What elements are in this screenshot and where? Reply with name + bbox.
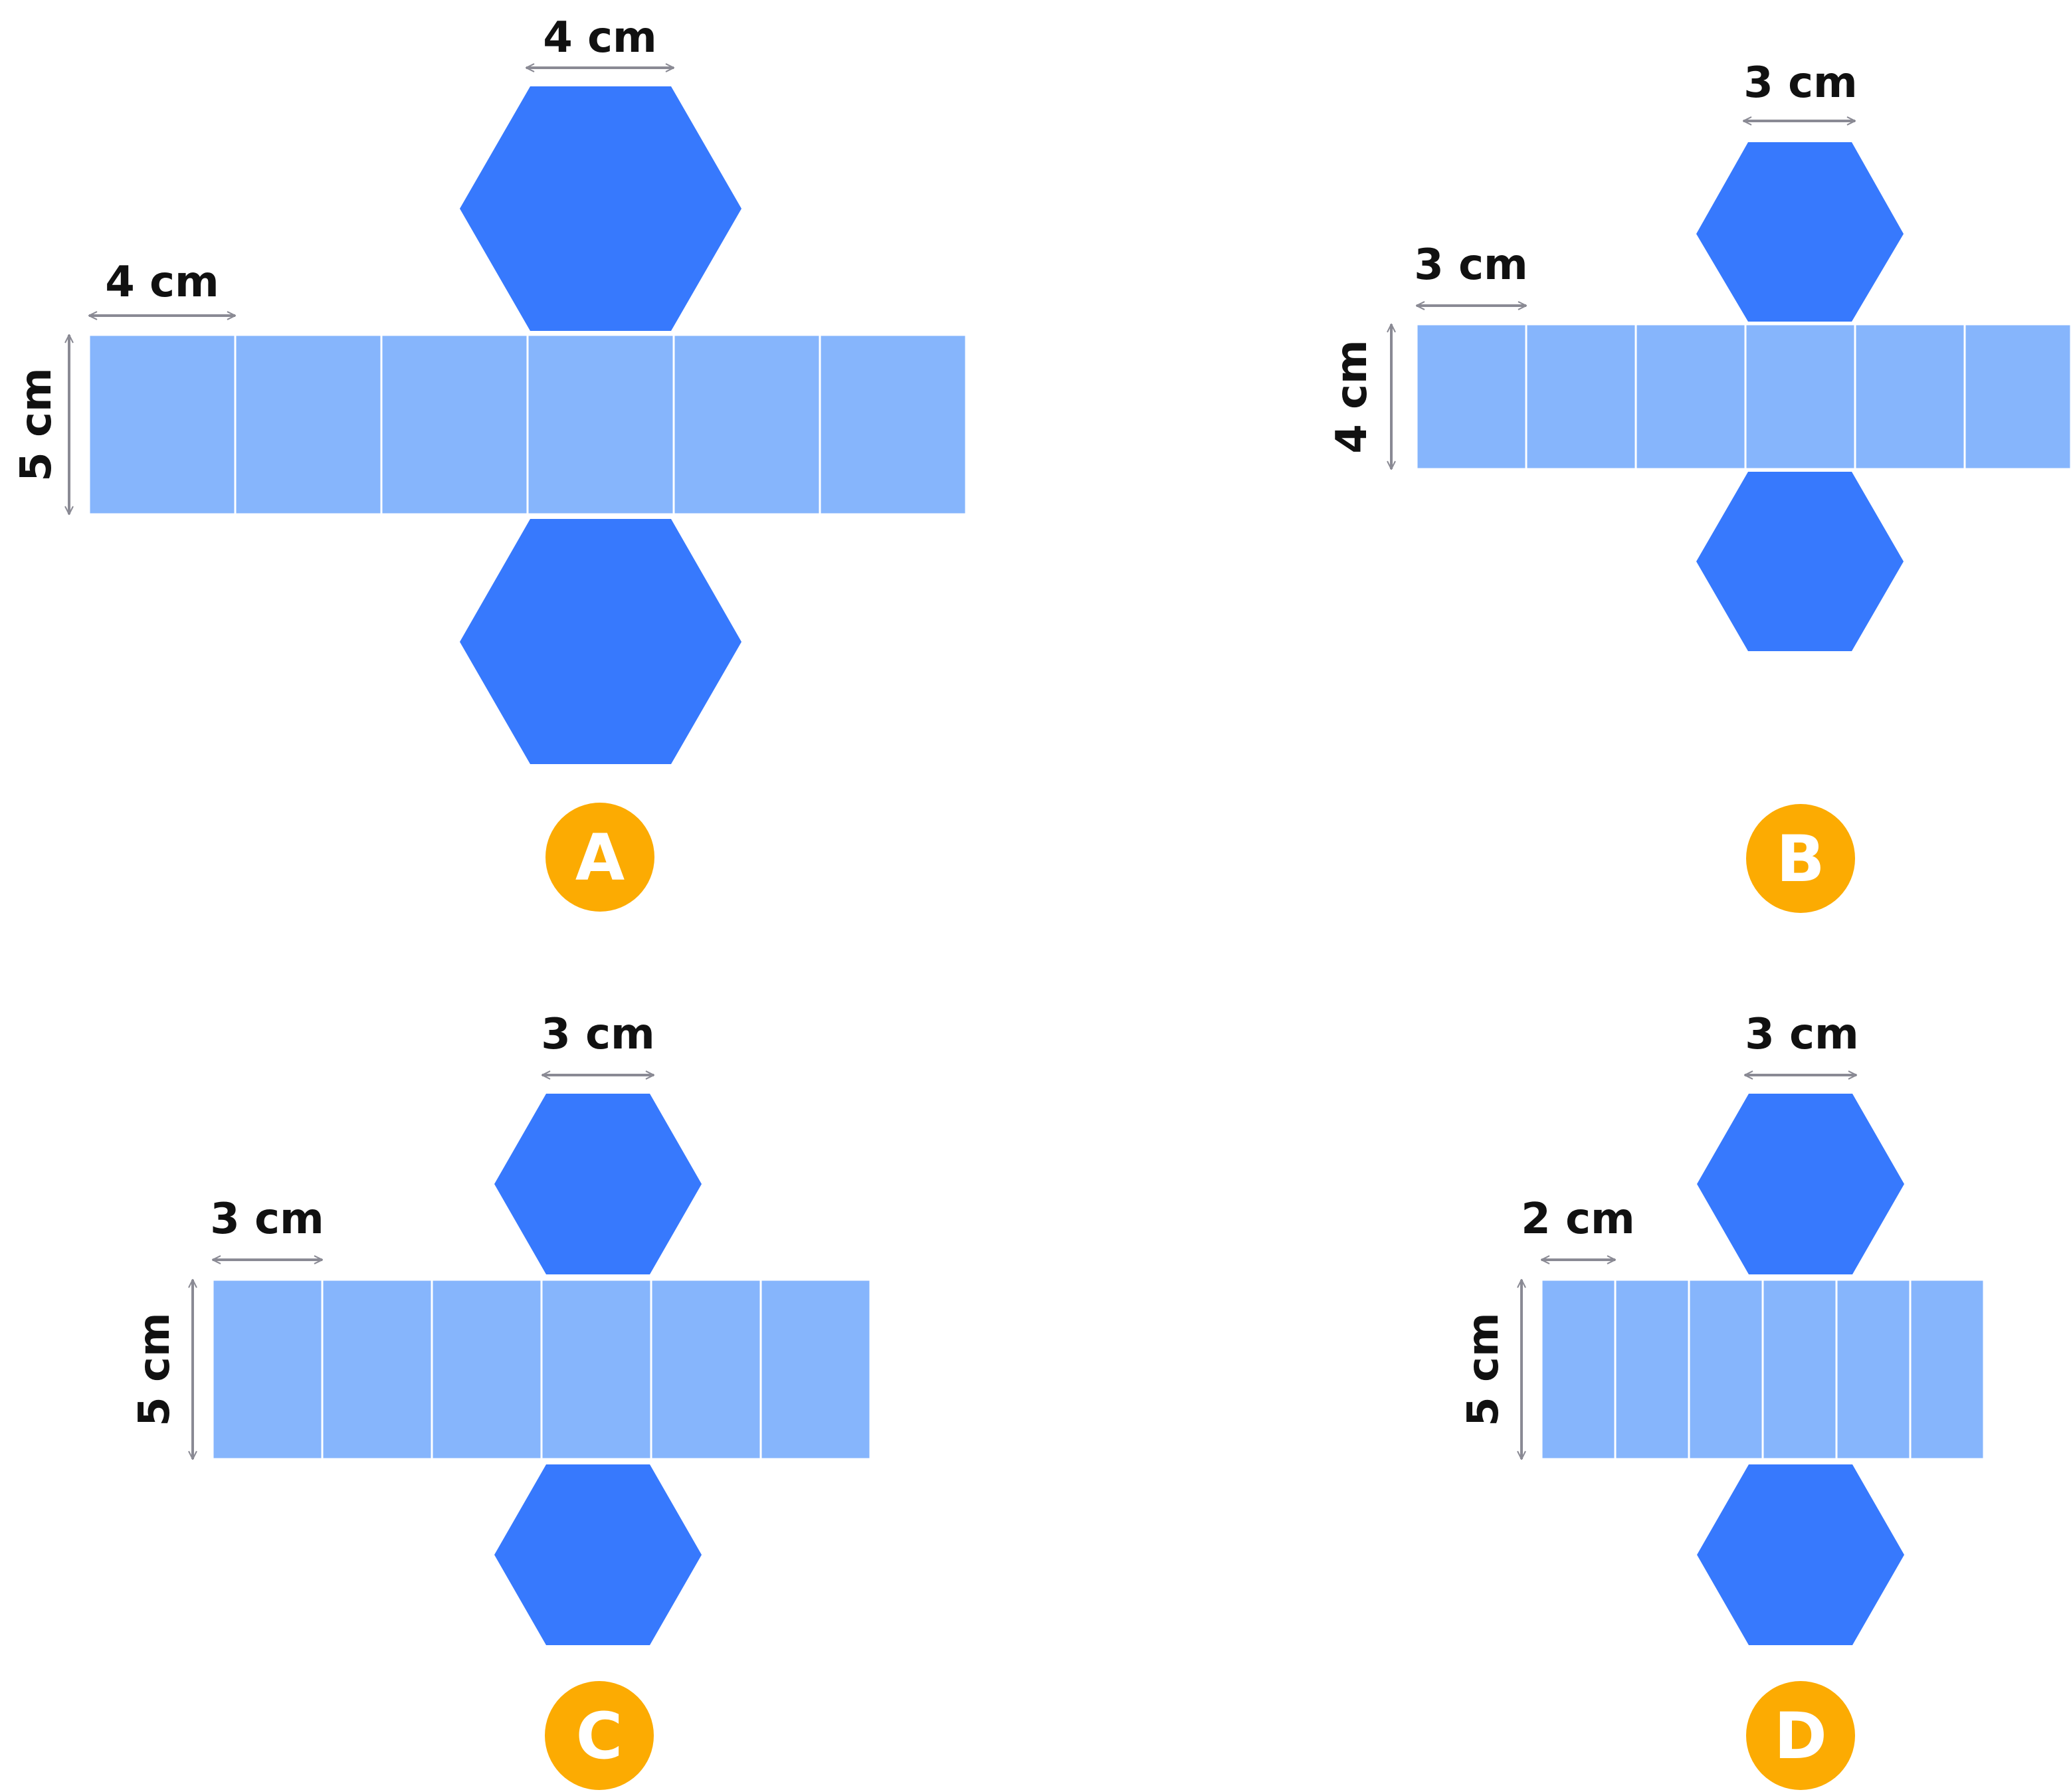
- rect-face: [1415, 323, 1528, 470]
- rect-face: [759, 1278, 872, 1460]
- hexagon-top-face: [494, 1094, 702, 1274]
- rect-face: [1835, 1278, 1912, 1460]
- rect-face: [650, 1278, 762, 1460]
- hex-side-label: 3 cm: [1743, 58, 1857, 108]
- rect-height-label: 5 cm: [1459, 1312, 1508, 1426]
- hexagon-bottom-face: [494, 1464, 702, 1645]
- rect-face: [211, 1278, 324, 1460]
- hex-side-label: 4 cm: [543, 13, 656, 62]
- net-a-rectangles: [88, 334, 967, 516]
- rect-face: [380, 334, 529, 516]
- net-c-rectangles: [211, 1278, 872, 1460]
- hexagon-bottom-face: [1697, 1464, 1904, 1645]
- rect-face: [1909, 1278, 1985, 1460]
- net-d-rectangles: [1540, 1278, 1985, 1460]
- rect-face: [1761, 1278, 1838, 1460]
- badge-d-letter: D: [1774, 1699, 1827, 1773]
- rect-face: [1525, 323, 1637, 470]
- hexagon-bottom-face: [1696, 472, 1904, 651]
- rect-height-label: 4 cm: [1328, 340, 1377, 453]
- badge-b: [1746, 804, 1855, 913]
- rect-face: [88, 334, 237, 516]
- badge-c: [545, 1681, 654, 1790]
- rect-face: [1540, 1278, 1617, 1460]
- badge-c-letter: C: [576, 1699, 623, 1773]
- rect-height-label: 5 cm: [12, 367, 61, 481]
- hexagon-top-face: [1697, 1094, 1904, 1274]
- rect-face: [672, 334, 821, 516]
- hexagon-top-face: [460, 86, 741, 331]
- rect-face: [1614, 1278, 1690, 1460]
- net-c: 3 cm 3 cm 5 cm C: [130, 1010, 872, 1790]
- rect-face: [1634, 323, 1747, 470]
- net-a: 4 cm 4 cm 5 cm A: [12, 13, 967, 912]
- badge-d: [1746, 1681, 1855, 1790]
- hex-side-label: 3 cm: [1745, 1010, 1858, 1059]
- rect-width-label: 2 cm: [1521, 1195, 1634, 1244]
- rect-face: [431, 1278, 543, 1460]
- net-d: 3 cm 2 cm 5 cm D: [1459, 1010, 1985, 1790]
- rect-face: [819, 334, 967, 516]
- rect-face: [1854, 323, 1966, 470]
- hex-side-label: 3 cm: [541, 1010, 654, 1059]
- rect-face: [1688, 1278, 1764, 1460]
- rect-face: [1744, 323, 1856, 470]
- rect-width-label: 3 cm: [210, 1195, 324, 1244]
- badge-b-letter: B: [1776, 822, 1824, 896]
- badge-a: [545, 803, 654, 912]
- badge-a-letter: A: [575, 821, 625, 895]
- net-b: 3 cm 3 cm 4 cm B: [1328, 58, 2071, 913]
- net-b-rectangles: [1415, 323, 2071, 470]
- hexagon-bottom-face: [460, 519, 741, 764]
- rect-height-label: 5 cm: [130, 1312, 179, 1426]
- rect-face: [540, 1278, 652, 1460]
- rect-width-label: 4 cm: [105, 258, 219, 307]
- rect-face: [321, 1278, 433, 1460]
- rect-face: [526, 334, 675, 516]
- rect-width-label: 3 cm: [1414, 241, 1528, 290]
- rect-face: [1963, 323, 2071, 470]
- hexagon-top-face: [1696, 142, 1904, 322]
- rect-face: [234, 334, 383, 516]
